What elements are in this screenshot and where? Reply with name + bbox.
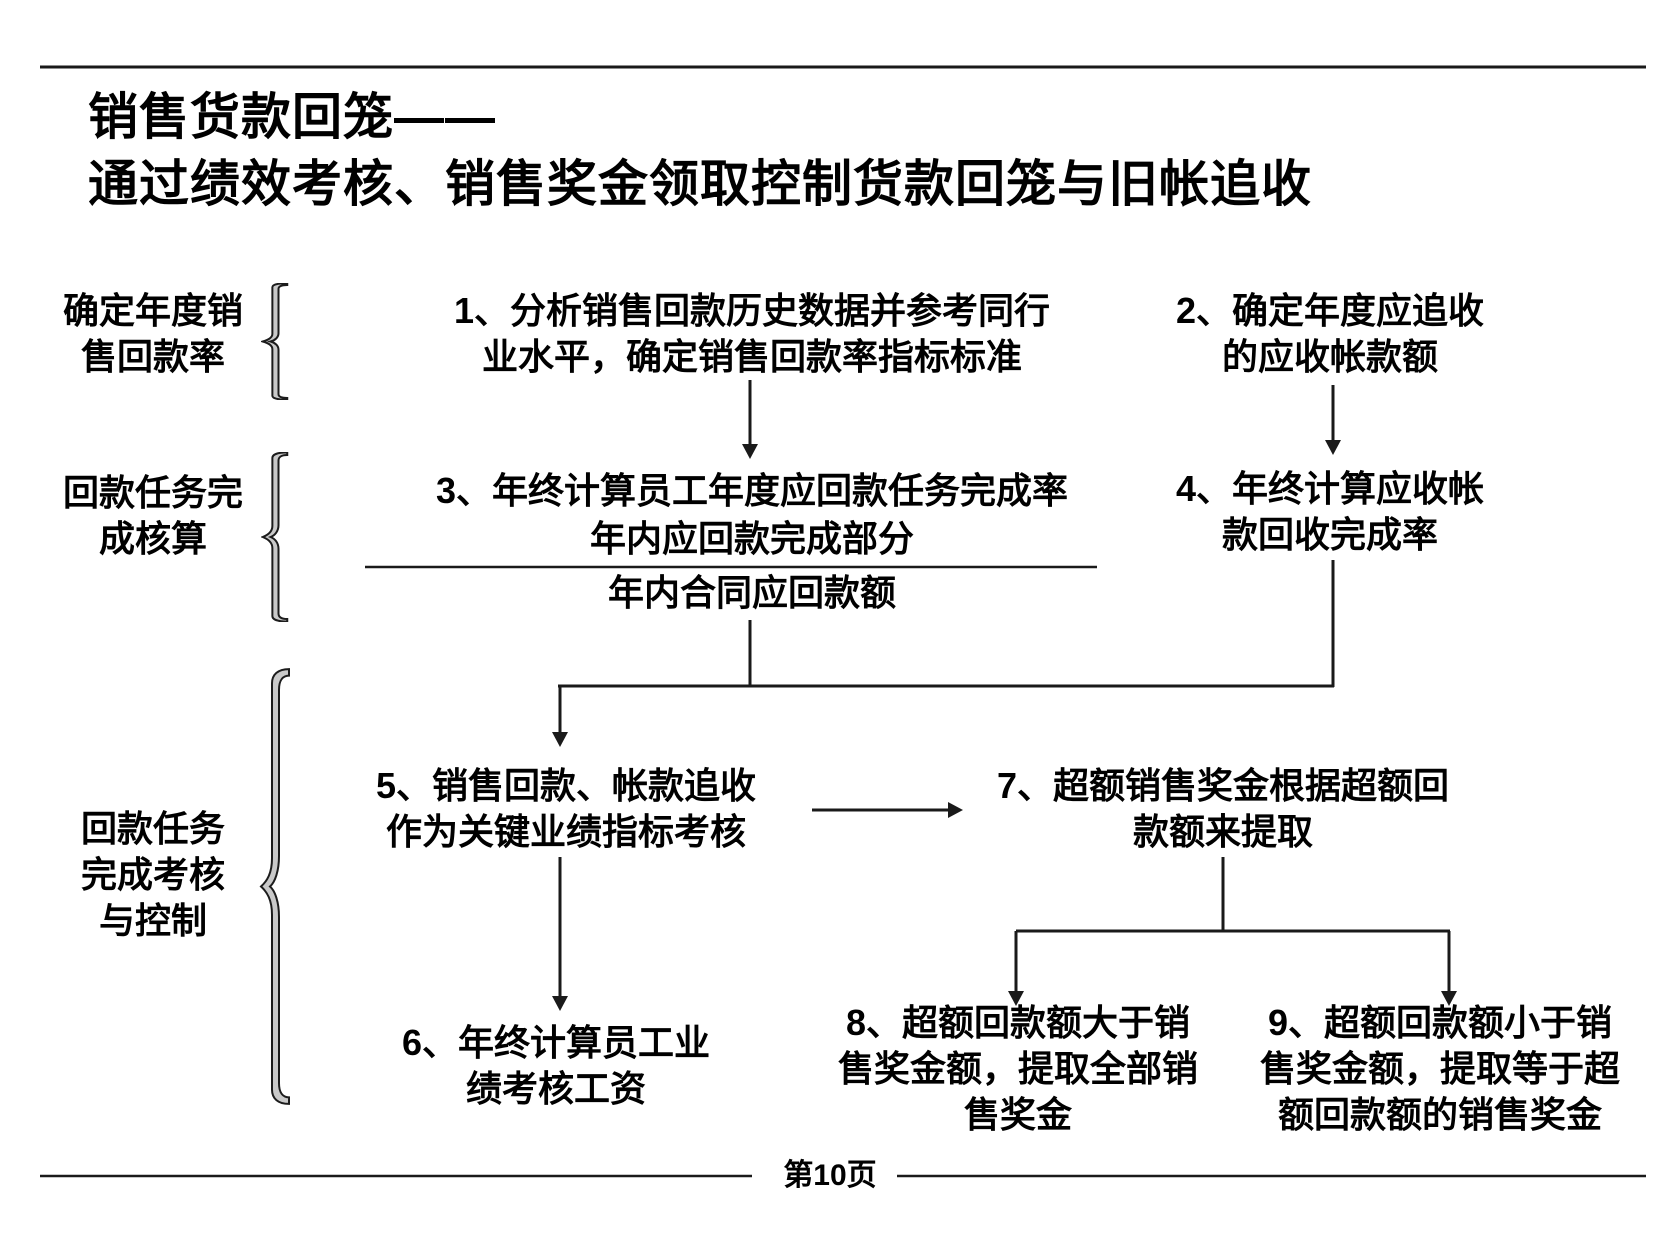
step-line: 4、年终计算应收帐 [1175,468,1485,509]
brace-icon [261,452,289,622]
row-label-line: 售回款率 [80,336,225,377]
step-8-text: 8、超额回款额大于销 售奖金额，提取全部销 售奖金 [828,1000,1208,1138]
step-line: 5、销售回款、帐款追收 [375,765,757,806]
arrow-step2-step4-icon [1325,385,1341,455]
step-6-text: 6、年终计算员工业 绩考核工资 [376,1020,736,1112]
arrow-step5-step7-icon [812,802,963,818]
page-title-line2: 通过绩效考核、销售奖金领取控制货款回笼与旧帐追收 [88,156,1312,212]
fraction-denominator: 年内合同应回款额 [607,572,896,613]
step-7-text: 7、超额销售奖金根据超额回 款额来提取 [983,763,1463,855]
row-label-assessment-control: 回款任务 完成考核 与控制 [48,806,258,944]
row-label-line: 与控制 [98,900,207,941]
step-4-text: 4、年终计算应收帐 款回收完成率 [1150,466,1510,558]
step-line: 的应收帐款额 [1221,336,1438,377]
fraction-numerator: 年内应回款完成部分 [589,518,914,559]
arrow-step1-step3-icon [742,380,758,459]
step-line: 6、年终计算员工业 [401,1022,711,1063]
row-label-line: 回款任务完 [62,472,243,513]
step-3-text: 3、年终计算员工年度应回款任务完成率 年内应回款完成部分 年内合同应回款额 [402,468,1102,616]
page-title-line1: 销售货款回笼—— [88,89,496,145]
step-line: 2、确定年度应追收 [1175,290,1485,331]
step-line: 7、超额销售奖金根据超额回 [996,765,1450,806]
row-label-line: 确定年度销 [62,290,243,331]
row-label-line: 成核算 [98,518,207,559]
step-line: 8、超额回款额大于销 [845,1002,1191,1043]
row-label-annual-rate: 确定年度销 售回款率 [48,288,258,380]
arrow-step5-step6-icon [552,857,568,1011]
brace-icon [259,668,291,1105]
step-line: 业水平，确定销售回款率指标标准 [481,336,1022,377]
step-line: 作为关键业绩指标考核 [385,811,746,852]
step-2-text: 2、确定年度应追收 的应收帐款额 [1150,288,1510,380]
brace-icon [261,283,289,400]
step-line: 额回款额的销售奖金 [1277,1094,1602,1135]
page-number: 第10页 [783,1159,877,1192]
step-5-text: 5、销售回款、帐款追收 作为关键业绩指标考核 [356,763,776,855]
row-label-line: 回款任务 [80,808,225,849]
row-label-line: 完成考核 [80,854,225,895]
connector-step7-branch [1008,857,1457,1006]
step-line: 款回收完成率 [1221,514,1438,555]
step-line: 售奖金额，提取等于超 [1259,1048,1620,1089]
arrow-down-icon [552,732,568,747]
step-line: 售奖金额，提取全部销 [837,1048,1198,1089]
step-line: 售奖金 [963,1094,1072,1135]
step-line: 1、分析销售回款历史数据并参考同行 [453,290,1051,331]
step-line: 绩考核工资 [465,1068,646,1109]
step-line: 款额来提取 [1132,811,1313,852]
step-3-heading: 3、年终计算员工年度应回款任务完成率 [435,470,1069,511]
row-label-task-accounting: 回款任务完 成核算 [48,470,258,562]
step-9-text: 9、超额回款额小于销 售奖金额，提取等于超 额回款额的销售奖金 [1250,1000,1630,1138]
step-line: 9、超额回款额小于销 [1267,1002,1613,1043]
step-1-text: 1、分析销售回款历史数据并参考同行 业水平，确定销售回款率指标标准 [402,288,1102,380]
page-title: 销售货款回笼—— 通过绩效考核、销售奖金领取控制货款回笼与旧帐追收 [88,84,1312,218]
